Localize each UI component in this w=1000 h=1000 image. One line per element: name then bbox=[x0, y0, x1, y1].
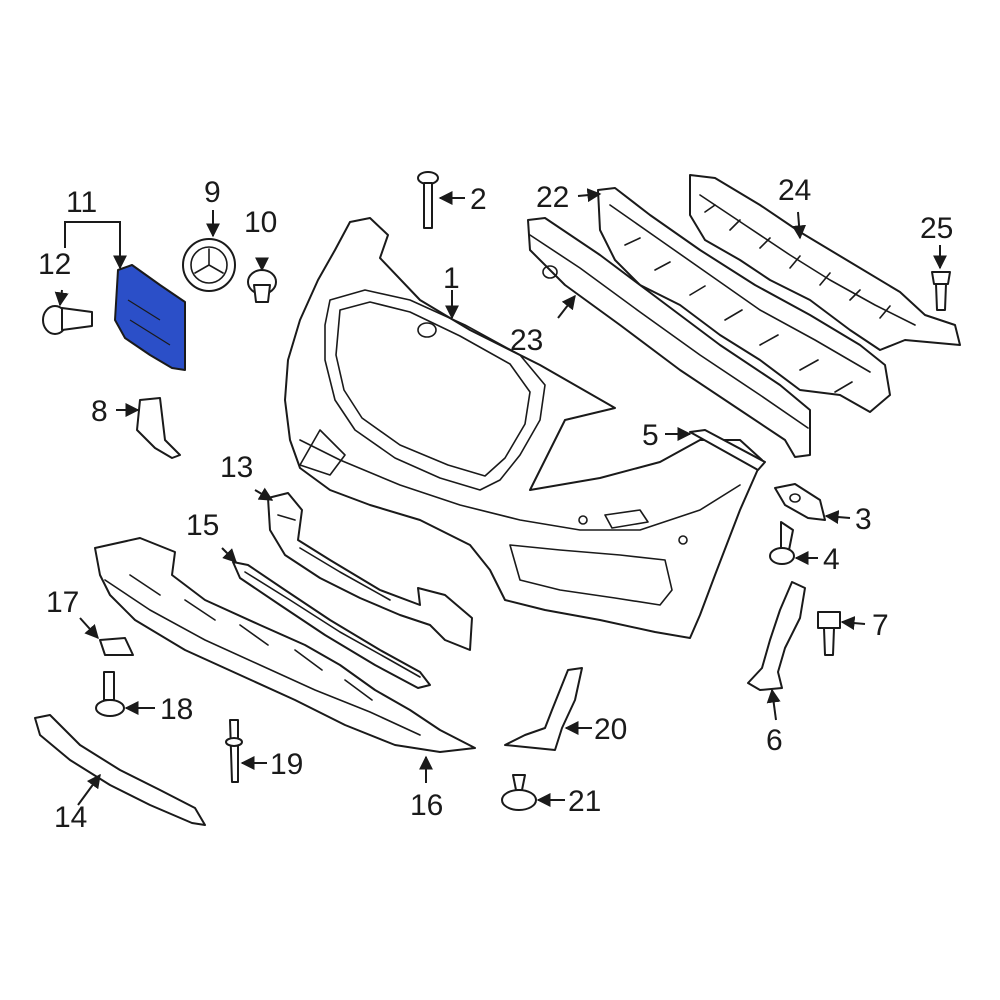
callout-12[interactable]: 12 bbox=[38, 248, 71, 281]
part-11-bracket-highlighted[interactable] bbox=[114, 264, 186, 371]
part-14-strip[interactable] bbox=[34, 714, 206, 826]
part-22-absorber[interactable] bbox=[597, 187, 891, 413]
callout-7[interactable]: 7 bbox=[872, 609, 889, 642]
leader-lines bbox=[54, 188, 947, 807]
part-20-bracket[interactable] bbox=[504, 667, 583, 751]
callout-25[interactable]: 25 bbox=[920, 212, 953, 245]
callout-18[interactable]: 18 bbox=[160, 693, 193, 726]
callout-13[interactable]: 13 bbox=[220, 451, 253, 484]
part-8-bracket[interactable] bbox=[136, 397, 181, 459]
part-1-bumper-cover[interactable] bbox=[284, 217, 763, 639]
callout-17[interactable]: 17 bbox=[46, 586, 79, 619]
part-12-push-pin[interactable] bbox=[42, 305, 93, 335]
part-15-strip[interactable] bbox=[232, 561, 431, 689]
callout-3[interactable]: 3 bbox=[855, 503, 872, 536]
callout-8[interactable]: 8 bbox=[91, 395, 108, 428]
callout-23[interactable]: 23 bbox=[510, 324, 543, 357]
callout-10[interactable]: 10 bbox=[244, 206, 277, 239]
callout-14[interactable]: 14 bbox=[54, 801, 87, 834]
part-6-guide[interactable] bbox=[747, 581, 806, 691]
part-25-screw[interactable] bbox=[931, 271, 951, 311]
part-4-screw[interactable] bbox=[769, 521, 795, 565]
part-21-screw[interactable] bbox=[501, 774, 537, 811]
callout-16[interactable]: 16 bbox=[410, 789, 443, 822]
callout-22[interactable]: 22 bbox=[536, 181, 569, 214]
callout-5[interactable]: 5 bbox=[642, 419, 659, 452]
callout-15[interactable]: 15 bbox=[186, 509, 219, 542]
callout-4[interactable]: 4 bbox=[823, 543, 840, 576]
part-3-clip[interactable] bbox=[774, 483, 826, 521]
callout-11[interactable]: 11 bbox=[66, 186, 97, 219]
callout-labels: 1 2 3 4 5 6 7 8 9 10 11 12 13 14 15 16 1… bbox=[38, 174, 953, 834]
callout-24[interactable]: 24 bbox=[778, 174, 811, 207]
part-18-stud[interactable] bbox=[95, 671, 125, 717]
part-5-strip[interactable] bbox=[689, 429, 766, 471]
part-23-reinforcement[interactable] bbox=[527, 217, 811, 458]
callout-21[interactable]: 21 bbox=[568, 785, 601, 818]
part-7-bolt[interactable] bbox=[817, 611, 841, 656]
part-19-rivet[interactable] bbox=[225, 719, 243, 783]
part-13-bracket[interactable] bbox=[267, 492, 473, 651]
callout-9[interactable]: 9 bbox=[204, 176, 221, 209]
part-16-undercover[interactable] bbox=[94, 537, 476, 753]
part-10-grommet[interactable] bbox=[247, 269, 277, 303]
callout-19[interactable]: 19 bbox=[270, 748, 303, 781]
callout-1[interactable]: 1 bbox=[443, 262, 460, 295]
callout-20[interactable]: 20 bbox=[594, 713, 627, 746]
part-2-clip[interactable] bbox=[417, 171, 439, 229]
part-17-clip[interactable] bbox=[99, 637, 134, 656]
part-9-emblem[interactable] bbox=[182, 238, 236, 292]
callout-2[interactable]: 2 bbox=[470, 183, 487, 216]
callout-6[interactable]: 6 bbox=[766, 724, 783, 757]
